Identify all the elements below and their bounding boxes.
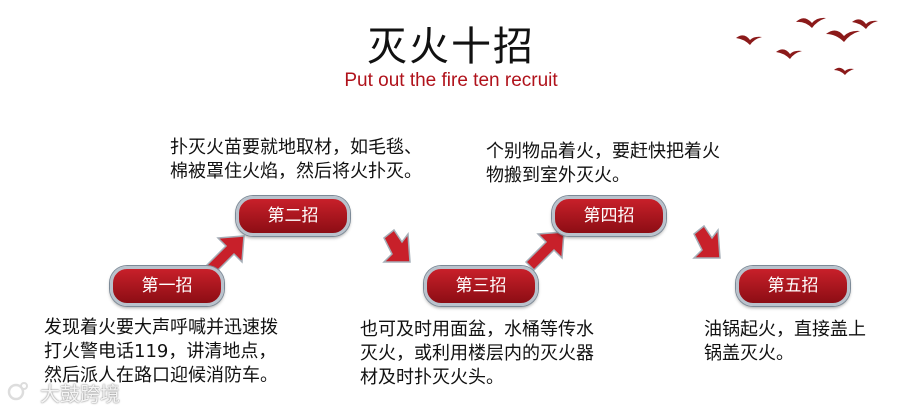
step-2-description: 扑灭火苗要就地取材，如毛毯、 棉被罩住火焰，然后将火扑灭。 — [170, 136, 422, 184]
step-3-badge: 第三招 — [424, 266, 538, 306]
step-4-line: 个别物品着火，要赶快把着火 — [486, 141, 720, 162]
watermark-logo-icon — [7, 382, 28, 401]
arrow-down-right-icon — [382, 228, 411, 263]
step-1-line: 然后派人在路口迎候消防车。 — [44, 365, 278, 386]
step-3-line: 也可及时用面盆，水桶等传水 — [360, 319, 594, 340]
step-1-description: 发现着火要大声呼喊并迅速拨 打火警电话119，讲清地点， 然后派人在路口迎候消防… — [44, 316, 278, 388]
birds-icon — [736, 17, 878, 75]
step-1-line: 打火警电话119，讲清地点， — [44, 341, 277, 362]
arrow-down-right-icon — [692, 224, 721, 259]
step-2-line: 扑灭火苗要就地取材，如毛毯、 — [170, 137, 422, 158]
step-4-description: 个别物品着火，要赶快把着火 物搬到室外灭火。 — [486, 140, 720, 188]
step-4-badge: 第四招 — [552, 196, 666, 236]
step-2-badge: 第二招 — [236, 196, 350, 236]
step-2-line: 棉被罩住火焰，然后将火扑灭。 — [170, 161, 422, 182]
page-subtitle: Put out the fire ten recruit — [344, 70, 558, 91]
step-3-description: 也可及时用面盆，水桶等传水 灭火，或利用楼层内的灭火器 材及时扑灭火头。 — [360, 318, 594, 390]
step-3-line: 材及时扑灭火头。 — [360, 367, 504, 388]
step-5-badge: 第五招 — [736, 266, 850, 306]
step-5-line: 锅盖灭火。 — [704, 343, 794, 364]
step-3-line: 灭火，或利用楼层内的灭火器 — [360, 343, 594, 364]
watermark-text: 大鼓跨境 — [40, 382, 120, 406]
arrow-up-right-icon — [524, 231, 565, 272]
step-5-description: 油锅起火，直接盖上 锅盖灭火。 — [704, 318, 866, 366]
page-title: 灭火十招 — [367, 24, 535, 70]
step-1-line: 发现着火要大声呼喊并迅速拨 — [44, 317, 278, 338]
step-1-badge: 第一招 — [110, 266, 224, 306]
step-4-line: 物搬到室外灭火。 — [486, 165, 630, 186]
step-5-line: 油锅起火，直接盖上 — [704, 319, 866, 340]
